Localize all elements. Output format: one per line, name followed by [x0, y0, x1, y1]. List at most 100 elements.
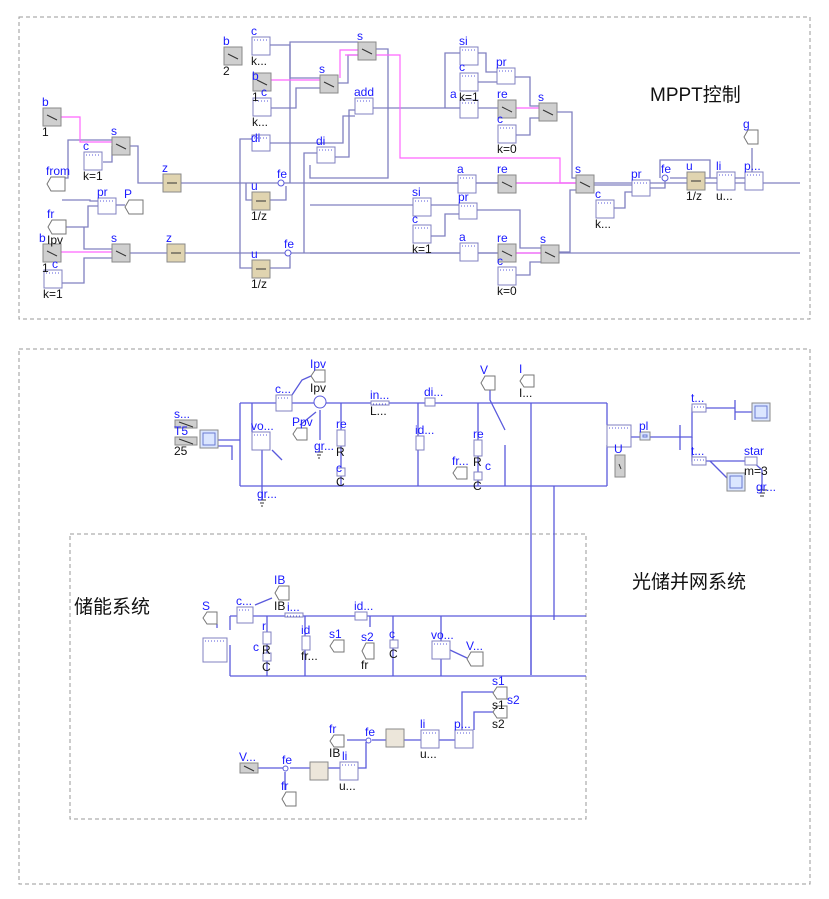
- three-phase-load-block[interactable]: [751, 402, 771, 422]
- add-block[interactable]: [354, 97, 374, 115]
- division-block[interactable]: [316, 146, 336, 164]
- limiter-block[interactable]: [339, 761, 359, 781]
- switch-block[interactable]: [575, 174, 595, 194]
- zero-order-hold-block[interactable]: [162, 173, 182, 193]
- switch-block[interactable]: [538, 102, 558, 122]
- pwm-block[interactable]: [744, 171, 764, 191]
- boolean-step-block[interactable]: [42, 243, 62, 263]
- capacitor-block[interactable]: [336, 467, 346, 477]
- constant-block[interactable]: [43, 269, 63, 289]
- feedback-block[interactable]: [661, 174, 669, 182]
- ideal-switch-block[interactable]: [415, 435, 425, 451]
- plug-block[interactable]: [639, 431, 651, 441]
- s1-out-tag-block[interactable]: [492, 686, 508, 700]
- ib-tag-block[interactable]: [274, 585, 290, 601]
- division-block[interactable]: [251, 134, 271, 152]
- ground-block[interactable]: [757, 489, 767, 497]
- zero-order-hold-block[interactable]: [166, 243, 186, 263]
- abs-block[interactable]: [459, 99, 479, 119]
- switch-block[interactable]: [540, 244, 560, 264]
- switch-block[interactable]: [357, 41, 377, 61]
- abs-block[interactable]: [457, 174, 477, 194]
- inductor-block[interactable]: [370, 400, 390, 406]
- goto-tag-block[interactable]: [480, 375, 496, 391]
- feedback-block[interactable]: [365, 737, 372, 744]
- capacitor-block[interactable]: [262, 652, 272, 662]
- resistor-block[interactable]: [336, 429, 346, 447]
- from-tag-block[interactable]: [47, 219, 67, 235]
- ipv-tag-block[interactable]: [310, 369, 326, 383]
- unit-delay-block[interactable]: [686, 171, 706, 191]
- abs-block[interactable]: [459, 242, 479, 262]
- constant-block[interactable]: [497, 124, 517, 144]
- power-sensor-block[interactable]: [313, 395, 327, 409]
- soc-tag-block[interactable]: [202, 611, 218, 625]
- inductor-block[interactable]: [284, 612, 304, 618]
- s2-tag-block[interactable]: [361, 642, 375, 660]
- ppv-tag-block[interactable]: [292, 427, 308, 441]
- feedback-block[interactable]: [277, 179, 285, 187]
- constant-block[interactable]: [252, 97, 272, 117]
- goto-tag-block[interactable]: [466, 651, 484, 667]
- pwm-block[interactable]: [454, 729, 474, 749]
- product-block[interactable]: [97, 197, 117, 215]
- voltage-sensor-block[interactable]: [251, 431, 271, 451]
- capacitor-block[interactable]: [389, 639, 399, 649]
- feedback-block[interactable]: [282, 765, 289, 772]
- pv-array-block[interactable]: [199, 429, 219, 449]
- three-phase-load-block[interactable]: [726, 472, 746, 492]
- switch-block[interactable]: [111, 136, 131, 156]
- boolean-step-block[interactable]: [223, 46, 243, 66]
- ground-block[interactable]: [258, 499, 266, 507]
- capacitor-block[interactable]: [473, 471, 483, 481]
- constant-block[interactable]: [83, 151, 103, 171]
- unit-delay-block[interactable]: [251, 259, 271, 279]
- current-sensor-block[interactable]: [236, 606, 254, 624]
- current-sensor-block[interactable]: [275, 394, 293, 412]
- from-tag-block[interactable]: [46, 176, 66, 192]
- constant-block[interactable]: [595, 199, 615, 219]
- real-to-boolean-block[interactable]: [497, 99, 517, 119]
- limiter-block[interactable]: [716, 171, 736, 191]
- s1-tag-block[interactable]: [329, 639, 345, 653]
- product-block[interactable]: [631, 179, 651, 197]
- constant-block[interactable]: [251, 36, 271, 56]
- unit-delay-block[interactable]: [251, 191, 271, 211]
- switch-block[interactable]: [319, 74, 339, 94]
- diode-block[interactable]: [424, 397, 436, 407]
- filter-block[interactable]: [309, 761, 329, 781]
- transformer-block[interactable]: [691, 403, 707, 413]
- limiter-block[interactable]: [420, 729, 440, 749]
- ideal-switch-block[interactable]: [301, 635, 311, 651]
- inverter-block[interactable]: [606, 424, 632, 448]
- s2-out-tag-block[interactable]: [492, 705, 508, 719]
- goto-tag-block[interactable]: [743, 129, 759, 145]
- sign-block[interactable]: [459, 46, 479, 66]
- filter-block[interactable]: [385, 728, 405, 748]
- boolean-step-block[interactable]: [42, 107, 62, 127]
- battery-block[interactable]: [202, 637, 228, 663]
- transformer-block[interactable]: [691, 456, 707, 466]
- voltage-sensor-block[interactable]: [431, 640, 451, 660]
- product-block[interactable]: [458, 202, 478, 220]
- constant-block[interactable]: [459, 72, 479, 92]
- resistor-block[interactable]: [262, 631, 272, 645]
- resistor-block[interactable]: [473, 439, 483, 457]
- feedback-block[interactable]: [284, 249, 292, 257]
- real-to-boolean-block[interactable]: [497, 243, 517, 263]
- switch-block[interactable]: [111, 243, 131, 263]
- ground-block[interactable]: [315, 451, 323, 459]
- temperature-signal-block[interactable]: [174, 436, 198, 446]
- boolean-step-block[interactable]: [252, 72, 272, 92]
- real-to-boolean-block[interactable]: [497, 174, 517, 194]
- constant-block[interactable]: [412, 224, 432, 244]
- diode-switch-block[interactable]: [354, 611, 368, 621]
- product-block[interactable]: [496, 67, 516, 85]
- from-tag-block[interactable]: [452, 466, 468, 480]
- goto-tag-block[interactable]: [124, 199, 144, 215]
- constant-block[interactable]: [497, 266, 517, 286]
- dc-voltage-signal-block[interactable]: [614, 454, 626, 478]
- sign-block[interactable]: [412, 197, 432, 217]
- goto-tag-block[interactable]: [519, 374, 535, 388]
- from-tag-block[interactable]: [329, 734, 345, 748]
